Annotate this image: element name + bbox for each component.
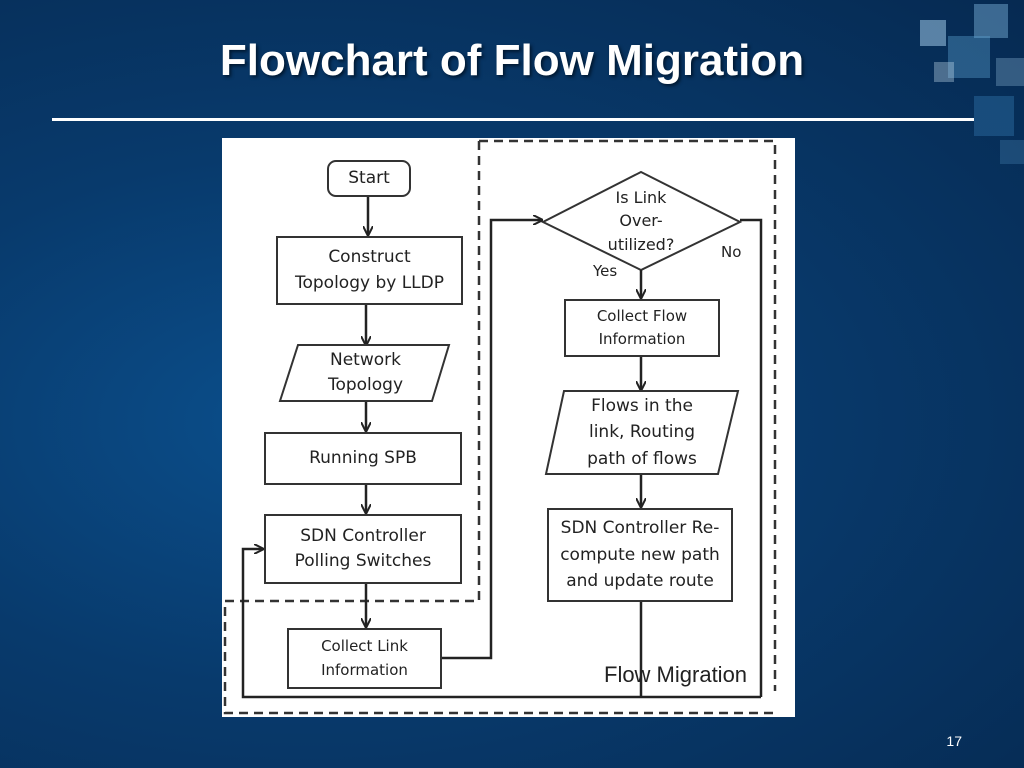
slide-title: Flowchart of Flow Migration <box>219 36 805 85</box>
collect-flow-info-box: Collect Flow Information <box>564 299 720 357</box>
collect-link-info-box: Collect Link Information <box>287 628 442 689</box>
decision-label: Is Link Over- utilized? <box>607 188 675 254</box>
arrow-collect-link-to-decision <box>442 220 542 660</box>
network-topology-label: Network Topology <box>327 349 404 396</box>
no-label: No <box>721 243 742 261</box>
construct-topology-box: Construct Topology by LLDP <box>276 236 463 305</box>
start-node: Start <box>327 160 411 197</box>
flow-migration-label: Flow Migration <box>604 662 748 687</box>
shape-flows-in-link <box>544 390 740 475</box>
recompute-box: SDN Controller Re- compute new path and … <box>547 508 733 602</box>
sdn-polling-box: SDN Controller Polling Switches <box>264 514 462 584</box>
flows-in-link-label: Flows in the link, Routing path of flows <box>587 395 697 469</box>
flowchart-connectors <box>223 139 777 715</box>
line-decision-no <box>740 218 763 697</box>
page-number: 17 <box>946 733 962 749</box>
yes-label: Yes <box>593 262 618 280</box>
shape-network-topology <box>278 344 451 402</box>
flowchart-panel: Start Construct Topology by LLDP Network… <box>222 138 795 717</box>
decorative-squares <box>920 4 1024 164</box>
dashed-region-left <box>479 139 777 691</box>
dashed-region-left-lower <box>223 141 775 715</box>
running-spb-box: Running SPB <box>264 432 462 485</box>
arrow-loop-back-to-polling <box>241 549 761 699</box>
title-divider <box>52 118 974 121</box>
